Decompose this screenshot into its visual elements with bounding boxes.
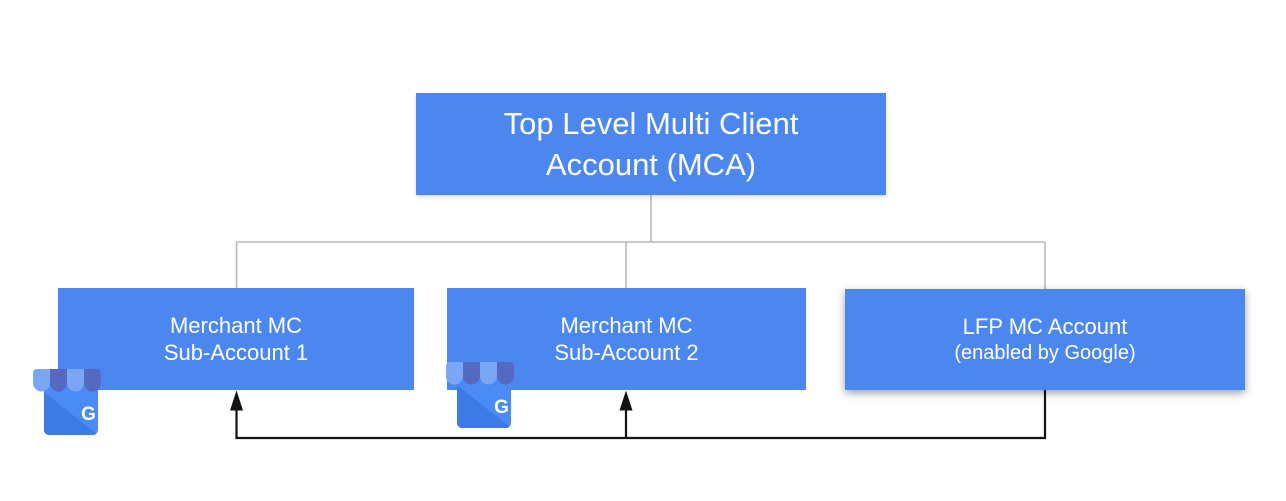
node-merchant-sub-account-1: Merchant MC Sub-Account 1: [58, 288, 414, 390]
feedback-arrow-lines: [235, 390, 1047, 440]
storefront-awning: [33, 369, 101, 392]
arrowhead-up-icon: [619, 390, 633, 411]
node-label-line: LFP MC Account: [962, 313, 1128, 339]
arrowhead-up-icon: [230, 390, 243, 411]
storefront-awning: [446, 362, 514, 385]
node-label-line: Sub-Account 2: [554, 340, 699, 365]
arrowheads: [230, 390, 633, 411]
node-label-line: Account (MCA): [545, 147, 757, 182]
node-label-line: Merchant MC: [560, 313, 693, 338]
google-g-letter: G: [81, 404, 96, 425]
google-business-storefront-icon: G: [33, 369, 101, 435]
node-label-line: Sub-Account 1: [163, 340, 309, 365]
google-g-letter: G: [494, 397, 509, 418]
node-lfp-mc-account: LFP MC Account (enabled by Google): [845, 289, 1245, 390]
node-label-line: Merchant MC: [169, 313, 303, 338]
storefront-body: [44, 383, 98, 435]
node-label-line: (enabled by Google): [954, 341, 1136, 364]
node-top-level-mca: Top Level Multi Client Account (MCA): [416, 93, 886, 195]
tree-connector-lines: [235, 195, 1046, 289]
google-business-storefront-icon: G: [446, 362, 514, 428]
node-label-line: Top Level Multi Client: [503, 106, 799, 141]
